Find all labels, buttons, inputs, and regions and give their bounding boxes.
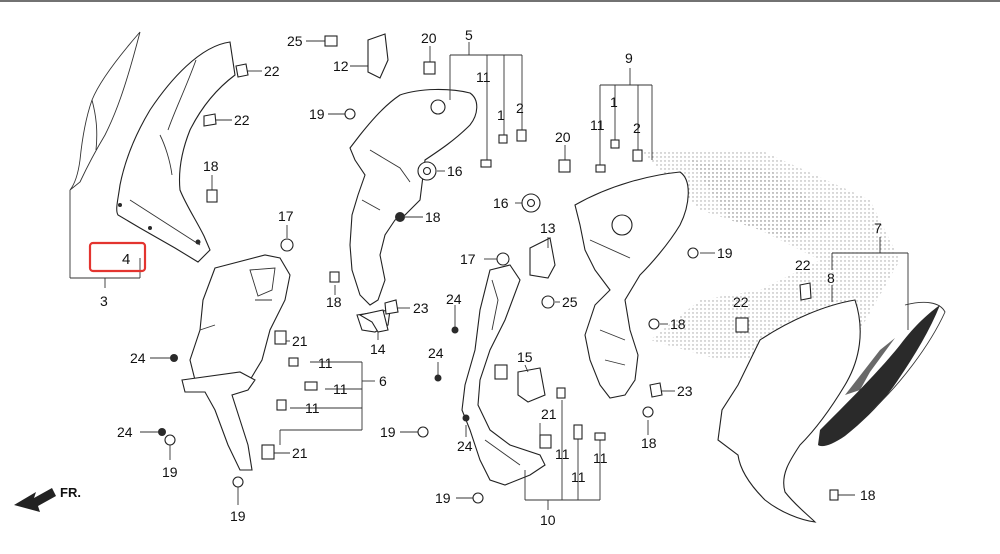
callout-18: 18 — [203, 158, 219, 174]
callout-19: 19 — [162, 464, 178, 480]
part-4-highlight-box — [88, 241, 147, 273]
callout-2: 2 — [516, 100, 524, 116]
callout-11: 11 — [318, 355, 333, 371]
callout-1: 1 — [610, 94, 618, 110]
callout-25: 25 — [562, 294, 578, 310]
callout-11: 11 — [333, 381, 348, 397]
callout-20: 20 — [421, 30, 437, 46]
callout-21: 21 — [292, 445, 308, 461]
callout-24: 24 — [428, 345, 444, 361]
callout-10: 10 — [540, 512, 556, 528]
callout-16: 16 — [493, 195, 509, 211]
callout-22: 22 — [264, 63, 280, 79]
part-inner-middle-cover — [181, 254, 291, 471]
callout-11: 11 — [476, 69, 491, 85]
callout-6: 6 — [379, 373, 387, 389]
callout-22: 22 — [234, 112, 250, 128]
callout-15: 15 — [517, 349, 533, 365]
callout-labels: 25 22 12 22 20 5 11 1 2 9 1 11 2 19 20 1… — [100, 27, 882, 528]
callout-19: 19 — [309, 106, 325, 122]
callout-18: 18 — [326, 294, 342, 310]
callout-11: 11 — [593, 450, 608, 466]
callout-18: 18 — [860, 487, 876, 503]
callout-13: 13 — [540, 220, 556, 236]
callout-3: 3 — [100, 293, 108, 309]
fasteners — [158, 33, 839, 504]
callout-9: 9 — [625, 50, 633, 66]
callout-25: 25 — [287, 33, 303, 49]
front-direction-arrow — [14, 488, 56, 512]
part-9-right-middle-cowl — [574, 171, 689, 399]
callout-5: 5 — [465, 27, 473, 43]
part-4-inner-cowl — [116, 41, 236, 263]
callout-14: 14 — [370, 341, 386, 357]
callout-19: 19 — [435, 490, 451, 506]
part-7-8-outer-cowl — [717, 299, 946, 523]
front-indicator-label: FR. — [60, 485, 81, 500]
part-13-bracket — [529, 237, 556, 279]
callout-11: 11 — [590, 117, 605, 133]
callout-7: 7 — [874, 220, 882, 236]
callout-18: 18 — [641, 435, 657, 451]
callout-4-highlighted: 4 — [122, 251, 130, 268]
callout-21: 21 — [292, 333, 308, 349]
callout-24: 24 — [130, 350, 146, 366]
callout-24: 24 — [117, 424, 133, 440]
callout-23: 23 — [677, 383, 693, 399]
callout-17: 17 — [278, 208, 294, 224]
callout-20: 20 — [555, 129, 571, 145]
callout-18: 18 — [425, 209, 441, 225]
leader-lines — [69, 40, 909, 510]
callout-12: 12 — [333, 58, 349, 74]
part-15-bracket — [517, 367, 546, 403]
callout-1: 1 — [497, 107, 505, 123]
callout-19: 19 — [717, 245, 733, 261]
callout-17: 17 — [460, 251, 476, 267]
callout-23: 23 — [413, 300, 429, 316]
callout-11: 11 — [571, 469, 586, 485]
callout-11: 11 — [305, 400, 320, 416]
callout-24: 24 — [446, 291, 462, 307]
callout-11: 11 — [555, 446, 570, 462]
callout-21: 21 — [541, 406, 557, 422]
callout-24: 24 — [457, 438, 473, 454]
callout-8: 8 — [827, 270, 835, 286]
callout-2: 2 — [633, 120, 641, 136]
callout-16: 16 — [447, 163, 463, 179]
part-3-outer-panel — [69, 31, 141, 191]
callout-19: 19 — [230, 508, 246, 524]
callout-19: 19 — [380, 424, 396, 440]
callout-22: 22 — [733, 294, 749, 310]
callout-22: 22 — [795, 257, 811, 273]
callout-18: 18 — [670, 316, 686, 332]
part-10-lower-inner — [461, 264, 546, 486]
